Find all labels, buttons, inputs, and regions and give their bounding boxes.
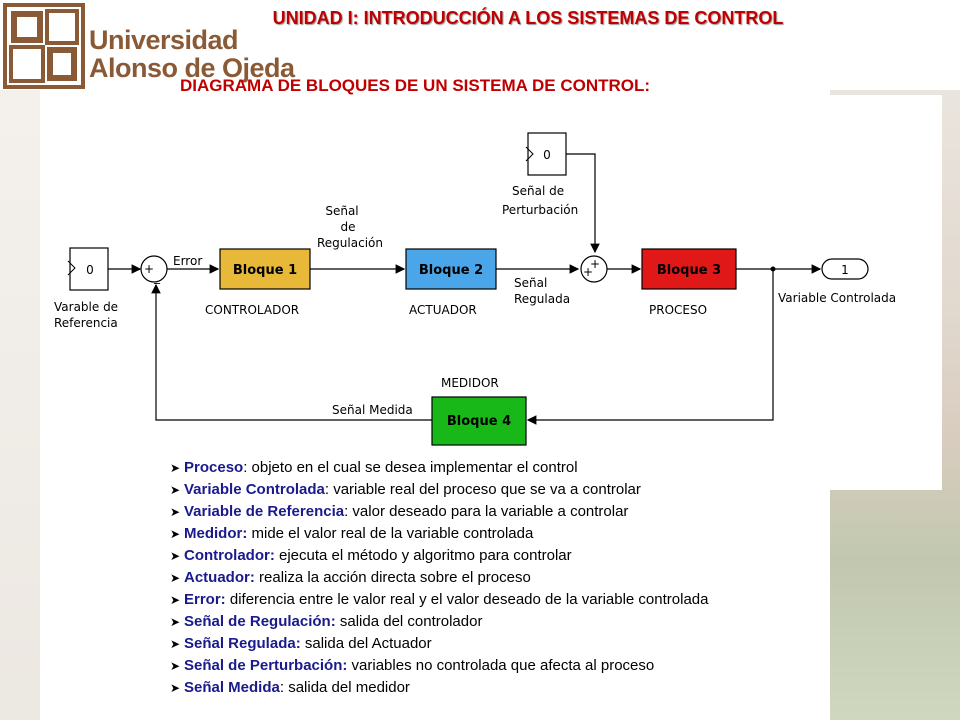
summing-junction-error: + _ — [140, 255, 168, 284]
definition-item: ➤Señal Regulada: salida del Actuador — [170, 633, 870, 655]
definition-item: ➤Señal de Perturbación: variables no con… — [170, 655, 870, 677]
bullet-arrow-icon: ➤ — [170, 461, 181, 475]
diagram-title: DIAGRAMA DE BLOQUES DE UN SISTEMA DE CON… — [180, 76, 651, 95]
definition-term: Controlador: — [184, 547, 275, 564]
definition-text: salida del Actuador — [300, 635, 432, 652]
bullet-arrow-icon: ➤ — [170, 483, 181, 497]
block3-label: Bloque 3 — [657, 263, 721, 278]
definition-text: ejecuta el método y algoritmo para contr… — [274, 547, 572, 564]
sum2-plus-top: + — [590, 257, 600, 271]
definition-item: ➤Actuador: realiza la acción directa sob… — [170, 567, 870, 589]
definition-text: variables no controlada que afecta al pr… — [347, 657, 655, 674]
definition-item: ➤Variable de Referencia: valor deseado p… — [170, 501, 870, 523]
output-value: 1 — [841, 263, 849, 277]
block-diagram-svg: 0 Varable de Referencia + _ Error Bloque… — [54, 132, 896, 446]
logo-line2: Alonso de Ojeda — [89, 53, 295, 83]
block2-caption: ACTUADOR — [409, 303, 477, 317]
definition-text: mide el valor real de la variable contro… — [247, 525, 534, 542]
background-photo-left — [0, 90, 40, 720]
definition-term: Variable de Referencia — [184, 503, 345, 520]
regulation-label-1: Señal — [325, 204, 358, 218]
regulation-label-3: Regulación — [317, 236, 383, 250]
output-port: 1 — [821, 258, 869, 280]
error-label: Error — [173, 254, 202, 268]
definition-term: Error: — [184, 591, 226, 608]
bullet-arrow-icon: ➤ — [170, 549, 181, 563]
definition-term: Proceso — [184, 459, 244, 476]
block3-caption: PROCESO — [649, 303, 707, 317]
definition-term: Actuador: — [184, 569, 255, 586]
definition-text: salida del controlador — [335, 613, 483, 630]
bullet-arrow-icon: ➤ — [170, 593, 181, 607]
sum2-plus-left: + — [583, 265, 593, 279]
definition-item: ➤Error: diferencia entre le valor real y… — [170, 589, 870, 611]
regulated-label-2: Regulada — [514, 292, 570, 306]
bullet-arrow-icon: ➤ — [170, 637, 181, 651]
reference-label-2: Referencia — [54, 316, 118, 330]
measured-signal-label: Señal Medida — [332, 403, 413, 417]
definition-text: diferencia entre le valor real y el valo… — [225, 591, 709, 608]
sum1-minus: _ — [153, 270, 161, 284]
reference-source-block: 0 — [67, 247, 109, 291]
block1-controller: Bloque 1 — [219, 248, 311, 290]
definition-item: ➤Proceso: objeto en el cual se desea imp… — [170, 457, 870, 479]
definition-text: : salida del medidor — [279, 679, 410, 696]
definition-term: Medidor: — [184, 525, 248, 542]
definition-text: realiza la acción directa sobre el proce… — [254, 569, 531, 586]
regulated-label-1: Señal — [514, 276, 547, 290]
block4-medidor: Bloque 4 — [431, 396, 527, 446]
bullet-arrow-icon: ➤ — [170, 505, 181, 519]
bullet-arrow-icon: ➤ — [170, 615, 181, 629]
definition-text: : variable real del proceso que se va a … — [324, 481, 641, 498]
university-logo: Universidad Alonso de Ojeda — [3, 3, 295, 89]
block4-caption: MEDIDOR — [441, 376, 499, 390]
definition-term: Variable Controlada — [184, 481, 325, 498]
block4-label: Bloque 4 — [447, 414, 511, 429]
definition-text: : valor deseado para la variable a contr… — [344, 503, 629, 520]
bullet-arrow-icon: ➤ — [170, 571, 181, 585]
disturbance-line — [566, 153, 600, 254]
definition-item: ➤Señal de Regulación: salida del control… — [170, 611, 870, 633]
summing-junction-disturbance: + + — [580, 255, 608, 283]
unit-title: UNIDAD I: INTRODUCCIÓN A LOS SISTEMAS DE… — [272, 8, 784, 28]
reference-value: 0 — [86, 263, 94, 277]
definition-term: Señal Medida — [184, 679, 280, 696]
reference-label-1: Varable de — [54, 300, 118, 314]
regulation-label-2: de — [341, 220, 356, 234]
sum1-plus: + — [144, 262, 154, 276]
disturbance-label-2: Perturbación — [502, 203, 578, 217]
block-diagram: 0 Varable de Referencia + _ Error Bloque… — [40, 95, 942, 490]
bullet-arrow-icon: ➤ — [170, 681, 181, 695]
disturbance-label-1: Señal de — [512, 184, 564, 198]
block2-actuator: Bloque 2 — [405, 248, 497, 290]
logo-line1: Universidad — [89, 25, 239, 55]
definition-item: ➤Variable Controlada: variable real del … — [170, 479, 870, 501]
block2-label: Bloque 2 — [419, 263, 483, 278]
block3-process: Bloque 3 — [641, 248, 737, 290]
block1-caption: CONTROLADOR — [205, 303, 299, 317]
definition-item: ➤Señal Medida: salida del medidor — [170, 677, 870, 699]
definitions-list: ➤Proceso: objeto en el cual se desea imp… — [170, 457, 870, 699]
logo-mark-icon — [3, 3, 85, 89]
definition-item: ➤Medidor: mide el valor real de la varia… — [170, 523, 870, 545]
definition-text: : objeto en el cual se desea implementar… — [243, 459, 578, 476]
block1-label: Bloque 1 — [233, 263, 297, 278]
output-label: Variable Controlada — [778, 291, 896, 305]
feedback-to-medidor-line — [526, 269, 774, 425]
bullet-arrow-icon: ➤ — [170, 527, 181, 541]
disturbance-value: 0 — [543, 148, 551, 162]
measured-signal-line — [151, 283, 432, 421]
bullet-arrow-icon: ➤ — [170, 659, 181, 673]
definition-term: Señal de Perturbación: — [184, 657, 348, 674]
definition-term: Señal de Regulación: — [184, 613, 336, 630]
disturbance-source-block: 0 — [525, 132, 567, 176]
definition-item: ➤Controlador: ejecuta el método y algori… — [170, 545, 870, 567]
definition-term: Señal Regulada: — [184, 635, 301, 652]
